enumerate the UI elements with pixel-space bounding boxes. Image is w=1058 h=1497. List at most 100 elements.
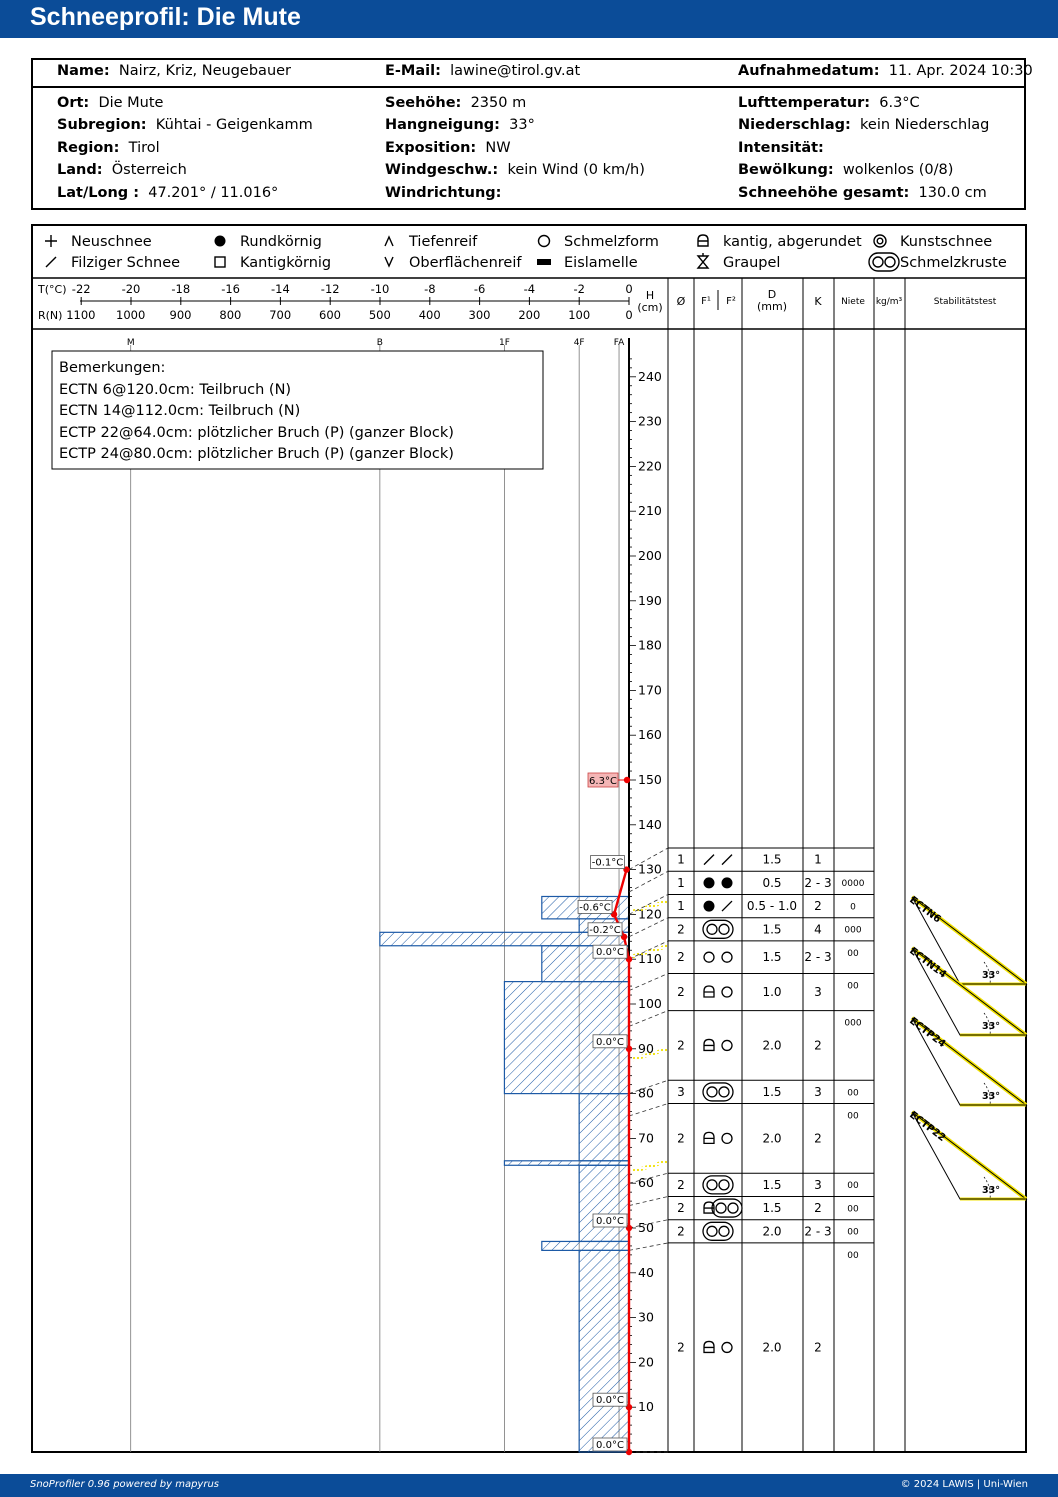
stability-angle-arc [983, 1012, 991, 1036]
connector-2 [628, 894, 669, 915]
layer-d-5: 1.0 [762, 985, 781, 999]
crust-circle-left [872, 256, 884, 268]
meta-region: Region: Tirol [57, 140, 160, 156]
height-tick-90: 90 [638, 1041, 654, 1056]
layer-f1-0-icon [703, 854, 715, 866]
stability-slope-line [911, 1111, 1027, 1200]
height-tick-20: 20 [638, 1354, 654, 1369]
remark-line-1: ECTN 6@120.0cm: Teilbruch (N) [59, 382, 291, 398]
legend-label-5: Kunstschnee [900, 234, 992, 250]
layer-d-1: 0.5 [762, 876, 781, 890]
legend-label-6: Filziger Schnee [71, 255, 180, 271]
temperature-point-6 [625, 1404, 633, 1411]
legend-label-10: Graupel [723, 255, 780, 271]
layer-k-9: 3 [814, 1178, 822, 1192]
layer-k-8: 2 [814, 1131, 822, 1145]
temperature-label-box-2 [587, 922, 623, 937]
temp-tick-6: -10 [371, 282, 390, 296]
height-tick-190: 190 [638, 593, 662, 608]
layer-k-5: 3 [814, 985, 822, 999]
temp-tick-9: -4 [524, 282, 535, 296]
title-banner: Schneeprofil: Die Mute [0, 0, 1058, 38]
height-tick-60: 60 [638, 1175, 654, 1190]
temp-tick-2: -18 [171, 282, 190, 296]
temperature-label-3: 0.0°C [596, 947, 624, 958]
temp-axis-label: T(°C) [37, 283, 66, 296]
layer-k-11: 2 - 3 [804, 1224, 831, 1238]
circle-shape [721, 1341, 733, 1354]
remark-line-3: ECTP 22@64.0cm: plötzlicher Bruch (P) (g… [59, 425, 454, 441]
bar-icon [537, 259, 551, 265]
layer-f1-9-icon [702, 1175, 734, 1195]
stability-angle-arc [983, 961, 991, 985]
meta-lufttemp: Lufttemperatur: 6.3°C [738, 95, 920, 111]
crust-outline [711, 1198, 743, 1218]
meta-seehoehe: Seehöhe: 2350 m [385, 95, 527, 111]
layer-d-12: 2.0 [762, 1340, 781, 1354]
hardness-bar-6 [578, 1092, 630, 1162]
crust-outline [868, 252, 900, 272]
layer-niete-12: 00 [847, 1251, 859, 1261]
meta-date: Aufnahmedatum: 11. Apr. 2024 10:30 [738, 63, 1033, 79]
temp-tick-4: -14 [271, 282, 290, 296]
temperature-label-4: 0.0°C [596, 1037, 624, 1048]
temp-tick-3: -16 [221, 282, 240, 296]
temperature-label-6: 0.0°C [596, 1395, 624, 1406]
meta-windrichtung: Windrichtung: [385, 185, 502, 201]
height-tick-130: 130 [638, 862, 662, 877]
caret-down-shape [384, 256, 394, 268]
layer-f1-7-icon [702, 1082, 734, 1102]
res-tick-9: 200 [518, 308, 540, 322]
meta-latlong: Lat/Long : 47.201° / 11.016° [57, 185, 279, 201]
connector-6 [628, 1010, 669, 1027]
layer-f2-6-icon [721, 1039, 733, 1052]
legend-label-7: Kantigkörnig [240, 255, 331, 271]
crust-circle-left [706, 1225, 718, 1237]
layer-k-1: 2 - 3 [804, 876, 831, 890]
height-tick-150: 150 [638, 772, 662, 787]
remarks-title: Bemerkungen: [59, 360, 165, 376]
connector-10 [628, 1196, 669, 1206]
layer-grain-10: 2 [677, 1201, 685, 1215]
layer-niete-2: 0 [850, 902, 856, 912]
rounded-faceted-shape [703, 1340, 715, 1354]
res-tick-6: 500 [369, 308, 391, 322]
layer-k-12: 2 [814, 1340, 822, 1354]
legend-label-4: kantig, abgerundet [723, 234, 862, 250]
layer-f1-12-icon [703, 1340, 715, 1354]
layer-d-7: 1.5 [762, 1085, 781, 1099]
res-tick-8: 300 [469, 308, 491, 322]
layer-niete-5: 00 [847, 981, 859, 991]
circle-icon [537, 234, 551, 248]
square-icon [214, 256, 226, 268]
layer-f1-11-icon [702, 1221, 734, 1241]
height-tick-230: 230 [638, 414, 662, 429]
resistance-axis-label: R(N) [38, 309, 62, 322]
caret-up-shape [384, 235, 394, 247]
crust-outline [702, 919, 734, 939]
layer-f2-2-icon [721, 900, 733, 912]
temp-tick-8: -6 [474, 282, 485, 296]
footer-right: © 2024 LAWIS | Uni-Wien [900, 1479, 1028, 1490]
res-tick-10: 100 [568, 308, 590, 322]
circle-shape [721, 1039, 733, 1052]
layer-grain-6: 2 [677, 1038, 685, 1052]
layer-k-0: 1 [814, 853, 822, 867]
crust-circle-right [718, 923, 730, 935]
layer-f1-5-icon [703, 985, 715, 998]
temp-tick-7: -8 [424, 282, 435, 296]
circle-shape [721, 986, 733, 998]
col-f2: F² [726, 296, 736, 307]
meta-intensitaet: Intensität: [738, 140, 824, 156]
crust-outline [702, 1221, 734, 1241]
metadata-panel: Name: Nairz, Kriz, Neugebauer E-Mail: la… [31, 58, 1033, 210]
rounded-faceted-shape [703, 985, 715, 998]
meta-land: Land: Österreich [57, 162, 187, 178]
temperature-point-3 [625, 956, 633, 963]
layer-k-7: 3 [814, 1085, 822, 1099]
height-tick-30: 30 [638, 1310, 654, 1325]
dot-shape [721, 877, 733, 889]
